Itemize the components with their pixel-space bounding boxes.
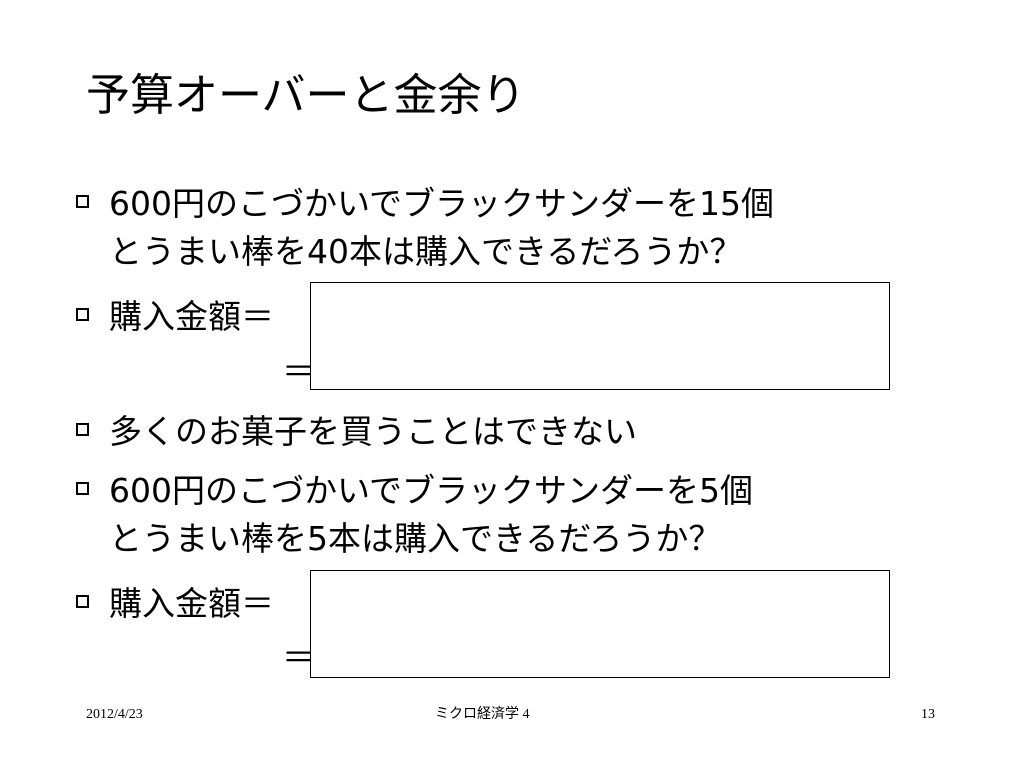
footer-course: ミクロ経済学 4 [435, 707, 530, 722]
bullet-text: とうまい棒を5本は購入できるだろうか？ [109, 519, 722, 558]
slide-title: 予算オーバーと金余り [86, 70, 526, 121]
bullet-text: 600円のこづかいでブラックサンダーを15個 [109, 184, 774, 223]
bullet-square-icon [76, 308, 89, 321]
bullet-text: とうまい棒を40本は購入できるだろうか？ [109, 232, 743, 271]
footer-date: 2012/4/23 [86, 707, 143, 722]
bullet-text: 600円のこづかいでブラックサンダーを5個 [109, 471, 753, 510]
bullet-square-icon [76, 195, 89, 208]
answer-cover-box [310, 282, 890, 390]
bullet-text: 購入金額＝ [109, 297, 274, 336]
bullet-square-icon [76, 423, 89, 436]
answer-cover-box [310, 570, 890, 678]
footer-page-number: 13 [921, 707, 935, 722]
equals-sign: ＝ [282, 638, 315, 677]
bullet-square-icon [76, 482, 89, 495]
bullet-text: 購入金額＝ [109, 584, 274, 623]
bullet-text: 多くのお菓子を買うことはできない [109, 412, 637, 451]
bullet-square-icon [76, 595, 89, 608]
equals-sign: ＝ [282, 352, 315, 391]
